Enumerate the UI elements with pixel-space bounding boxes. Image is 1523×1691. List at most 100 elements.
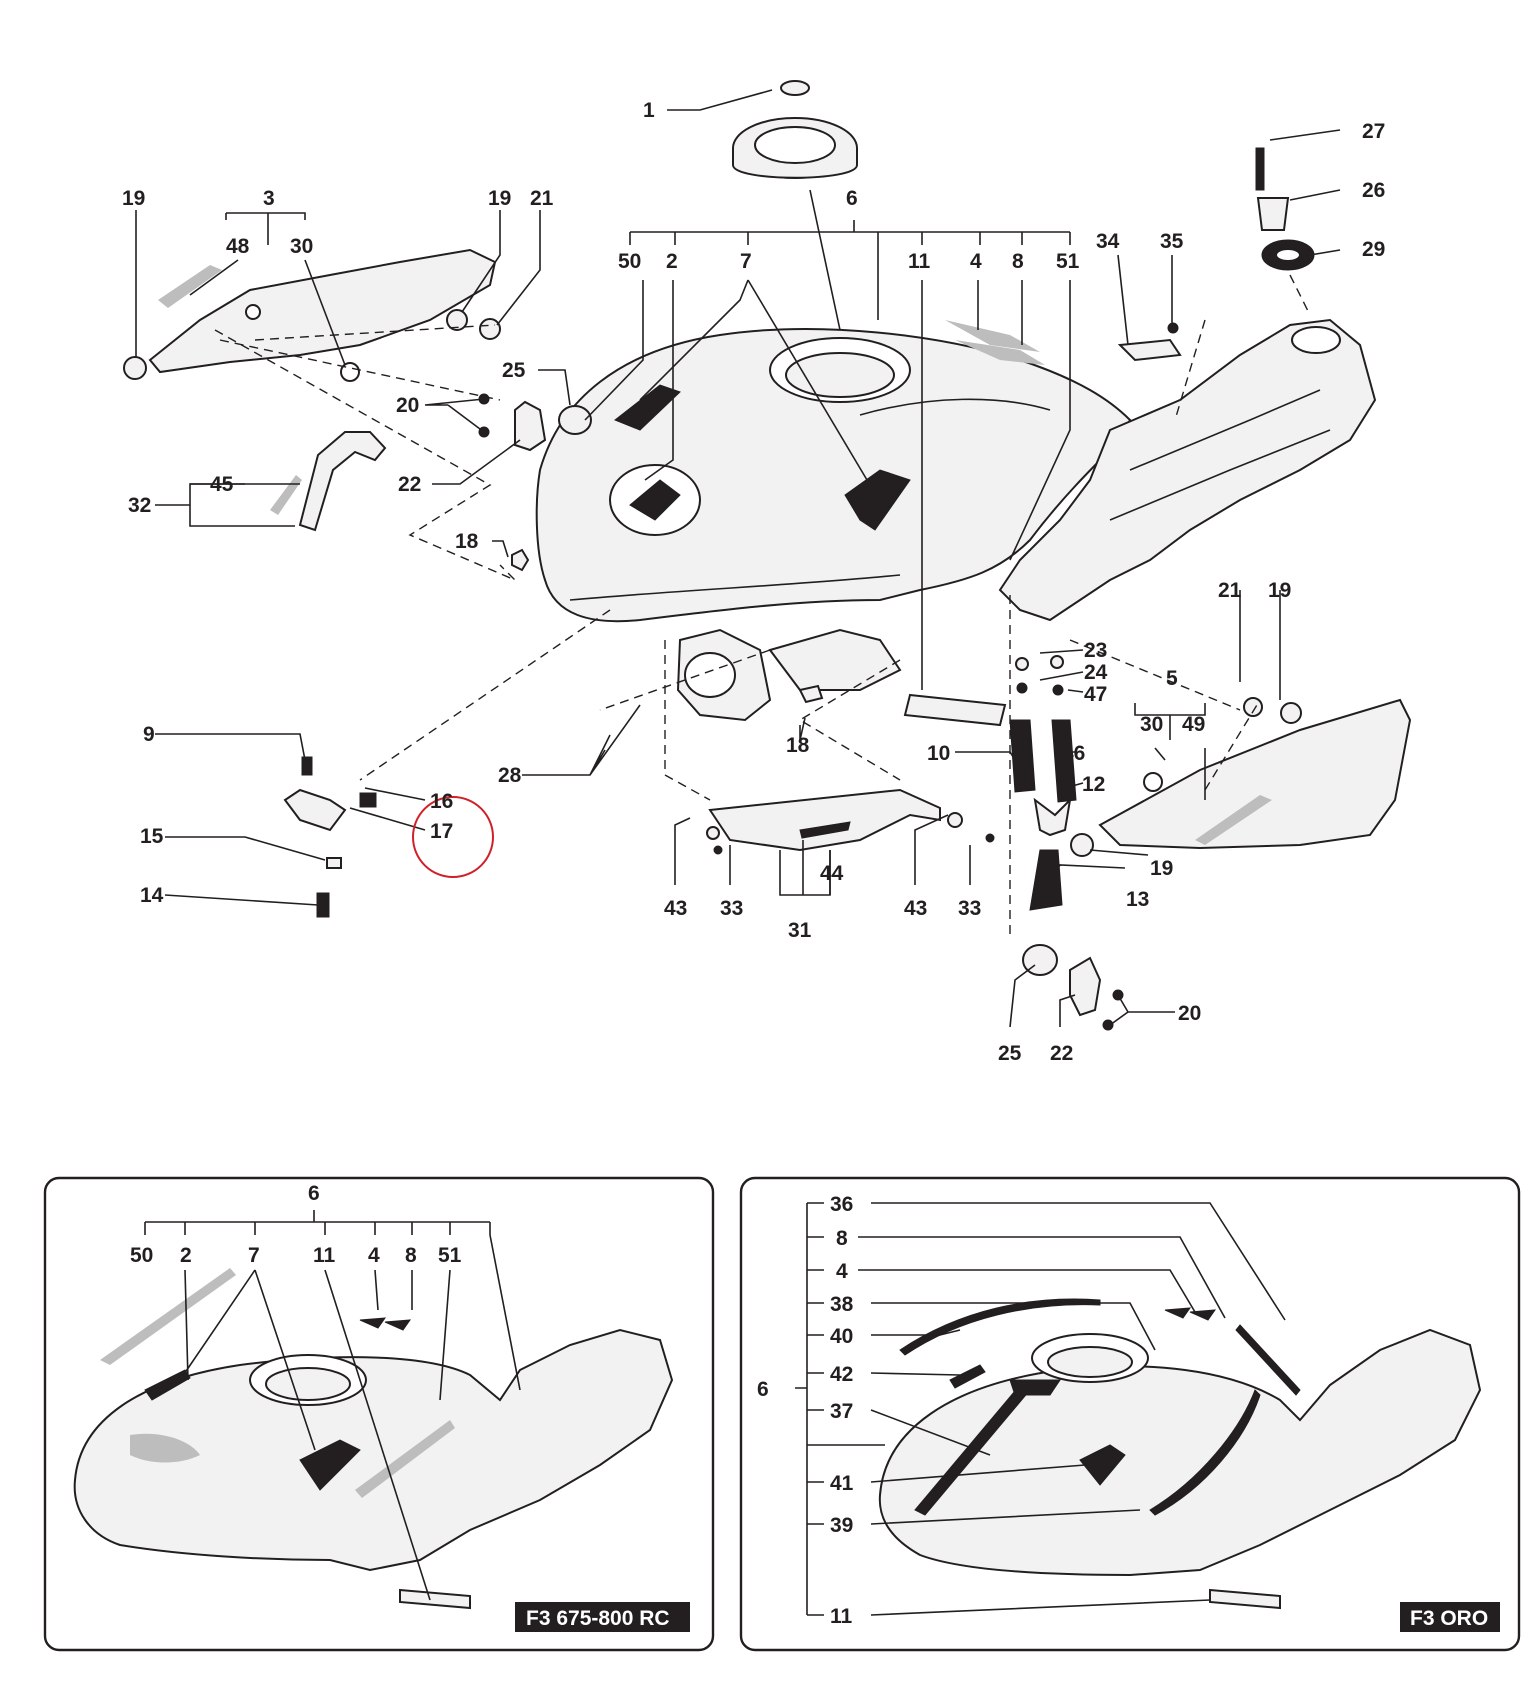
callout-11: 11 (908, 250, 931, 273)
callout-21: 21 (530, 187, 554, 210)
inset-left-callout-51: 51 (438, 1244, 462, 1267)
callout-4: 4 (970, 250, 982, 273)
inset-left-badge-text: F3 675-800 RC (526, 1607, 670, 1630)
inset-left-callout-7: 7 (248, 1244, 260, 1267)
callout-31: 31 (788, 919, 812, 942)
callout-49: 49 (1182, 713, 1205, 736)
inset-right-callout-41: 41 (830, 1472, 854, 1495)
inset-right-callout-42: 42 (830, 1363, 853, 1386)
callout-22: 22 (398, 473, 421, 496)
inset-right-badge (1400, 1602, 1500, 1632)
callout-43: 43 (904, 897, 927, 920)
top-right-parts (1117, 147, 1315, 362)
callout-51: 51 (1056, 250, 1080, 273)
fuel-pump (676, 628, 1007, 727)
callout-35: 35 (1160, 230, 1184, 253)
inset-left-callout-8: 8 (405, 1244, 417, 1267)
callout-30: 30 (1140, 713, 1163, 736)
inset-right-callout-38: 38 (830, 1293, 854, 1316)
inset-left-callout-6: 6 (308, 1182, 320, 1205)
fuel-tank (535, 320, 1132, 623)
inset-right-callout-40: 40 (830, 1325, 853, 1348)
callout-19: 19 (1150, 857, 1173, 880)
callout-22: 22 (1050, 1042, 1073, 1065)
callout-25: 25 (998, 1042, 1022, 1065)
callout-29: 29 (1362, 238, 1385, 261)
callout-45: 45 (210, 473, 234, 496)
callout-17: 17 (430, 820, 453, 843)
callout-8: 8 (1012, 250, 1024, 273)
callout-18: 18 (786, 734, 810, 757)
side-panel-left (123, 248, 501, 382)
inset-left-callout-11: 11 (313, 1244, 336, 1267)
bracket-31 (706, 788, 995, 855)
inset-right-tank (878, 1298, 1482, 1610)
callout-1: 1 (643, 99, 655, 122)
callout-7: 7 (740, 250, 752, 273)
inset-right-badge-text: F3 ORO (1410, 1607, 1488, 1630)
callout-16: 16 (430, 790, 453, 813)
callout-19: 19 (122, 187, 145, 210)
callout-21: 21 (1218, 579, 1242, 602)
callout-13: 13 (1126, 888, 1149, 911)
callout-34: 34 (1096, 230, 1120, 253)
inset-left-callout-4: 4 (368, 1244, 380, 1267)
callout-19: 19 (488, 187, 511, 210)
inset-right-callout-6: 6 (757, 1378, 769, 1401)
highlight-ring (412, 796, 494, 878)
callout-24: 24 (1084, 661, 1108, 684)
inset-left-badge (515, 1602, 690, 1632)
callout-32: 32 (128, 494, 151, 517)
assembly-lines (214, 189, 1311, 940)
callout-33: 33 (958, 897, 981, 920)
callout-10: 10 (927, 742, 950, 765)
leader-lines (135, 89, 1341, 1028)
callout-3: 3 (263, 187, 275, 210)
callout-43: 43 (664, 897, 687, 920)
inset-right-callout-11: 11 (830, 1605, 853, 1628)
callout-50: 50 (618, 250, 641, 273)
callouts-main: 1 3 48 30 19 19 21 6 50 2 7 11 4 8 51 34… (122, 99, 1385, 1065)
callout-18: 18 (455, 530, 479, 553)
callout-47: 47 (1084, 683, 1107, 706)
inset-left-tank (73, 1268, 674, 1610)
callout-26: 26 (1362, 179, 1385, 202)
mount-left (478, 393, 592, 572)
inset-left: 6 50 2 7 11 4 8 51 F3 675-800 RC (43, 1176, 715, 1652)
fuel-cap (732, 80, 858, 179)
callout-6: 6 (846, 187, 858, 210)
callout-30: 30 (290, 235, 313, 258)
callout-23: 23 (1084, 639, 1107, 662)
side-panel-right (1070, 697, 1412, 857)
inset-right-callout-36: 36 (830, 1193, 853, 1216)
callout-9: 9 (143, 723, 155, 746)
callout-20: 20 (1178, 1002, 1201, 1025)
callout-2: 2 (666, 250, 678, 273)
rear-tank-section (998, 318, 1377, 622)
callout-33: 33 (720, 897, 743, 920)
callout-15: 15 (140, 825, 164, 848)
hoses (1009, 655, 1077, 911)
inset-left-callout-50: 50 (130, 1244, 153, 1267)
callout-44: 44 (820, 862, 844, 885)
callout-48: 48 (226, 235, 250, 258)
callout-46: 46 (1062, 742, 1085, 765)
inset-right-callout-4: 4 (836, 1260, 848, 1283)
bracket-32 (270, 431, 387, 532)
callout-20: 20 (396, 394, 419, 417)
callout-25: 25 (502, 359, 526, 382)
callout-5: 5 (1166, 667, 1178, 690)
inset-left-callout-2: 2 (180, 1244, 192, 1267)
inset-right: 36 8 4 38 40 6 42 37 41 39 11 F3 ORO (739, 1176, 1521, 1652)
mount-bottom (1022, 944, 1124, 1031)
callout-12: 12 (1082, 773, 1105, 796)
callout-28: 28 (498, 764, 522, 787)
callout-14: 14 (140, 884, 164, 907)
callout-19: 19 (1268, 579, 1291, 602)
front-bracket (283, 756, 377, 918)
inset-right-callout-37: 37 (830, 1400, 853, 1423)
callout-27: 27 (1362, 120, 1385, 143)
inset-right-callout-8: 8 (836, 1227, 848, 1250)
